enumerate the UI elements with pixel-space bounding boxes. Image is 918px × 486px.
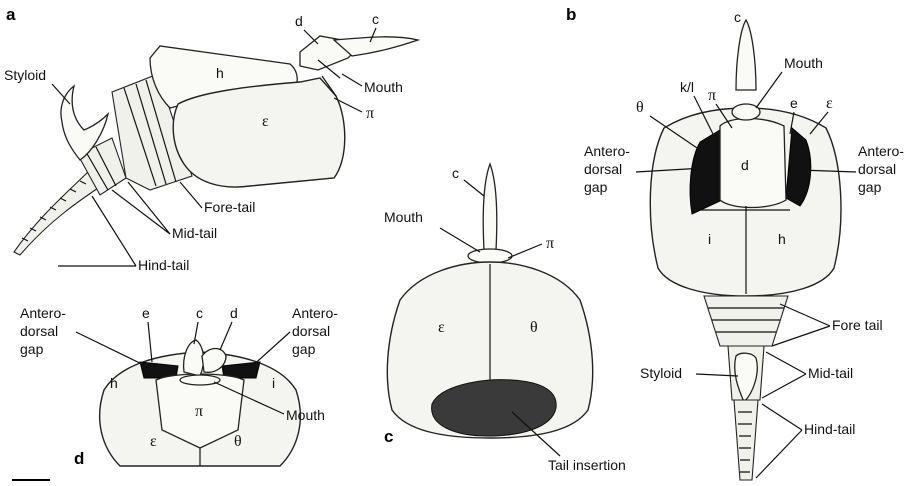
- b-label-fore-tail: Fore tail: [832, 317, 883, 333]
- b-label-theta: θ: [636, 99, 644, 116]
- b-label-styloid: Styloid: [640, 365, 682, 381]
- c-mouth-part: [468, 249, 512, 263]
- d-label-antero-left-1: Antero-: [20, 305, 66, 321]
- c-label-theta: θ: [530, 319, 538, 336]
- b-label-e: e: [790, 95, 798, 111]
- d-label-d: d: [230, 305, 238, 321]
- c-label-pi: π: [546, 235, 554, 252]
- panel-label-c: c: [384, 427, 393, 446]
- b-label-antero-left-2: dorsal: [584, 161, 622, 177]
- a-label-mid-tail: Mid-tail: [172, 225, 217, 241]
- b-label-antero-left-1: Antero-: [584, 143, 630, 159]
- d-label-antero-left-3: gap: [20, 341, 44, 357]
- a-label-d: d: [295, 13, 303, 29]
- a-label-mouth: Mouth: [364, 79, 403, 95]
- b-label-i: i: [708, 231, 711, 247]
- d-c-rostrum: [184, 340, 204, 376]
- d-label-pi: π: [195, 403, 203, 420]
- panel-label-a: a: [6, 5, 16, 24]
- b-label-kl: k/l: [680, 79, 694, 95]
- d-label-e: e: [142, 305, 150, 321]
- c-label-tail-insertion: Tail insertion: [548, 457, 626, 473]
- b-label-mouth: Mouth: [784, 55, 823, 71]
- panel-b-drawing: [650, 20, 841, 480]
- a-label-styloid: Styloid: [4, 67, 46, 83]
- c-label-mouth: Mouth: [384, 209, 423, 225]
- d-label-antero-right-3: gap: [292, 341, 316, 357]
- d-label-antero-right-1: Antero-: [292, 305, 338, 321]
- b-label-pi: π: [708, 87, 716, 104]
- b-label-mid-tail: Mid-tail: [808, 365, 853, 381]
- b-label-hind-tail: Hind-tail: [804, 421, 855, 437]
- d-label-h: h: [110, 375, 118, 391]
- a-label-fore-tail: Fore-tail: [204, 199, 255, 215]
- b-label-d: d: [741, 157, 749, 173]
- d-label-antero-right-2: dorsal: [292, 323, 330, 339]
- panel-c-drawing: [387, 164, 592, 438]
- d-label-antero-left-2: dorsal: [20, 323, 58, 339]
- a-label-epsilon: ε: [262, 113, 269, 130]
- a-label-h: h: [216, 65, 224, 81]
- b-label-antero-right-3: gap: [858, 179, 882, 195]
- d-label-i: i: [272, 375, 275, 391]
- c-label-c: c: [452, 165, 459, 181]
- b-label-antero-left-3: gap: [584, 179, 608, 195]
- b-label-antero-right-1: Antero-: [858, 143, 904, 159]
- a-label-c: c: [372, 11, 379, 27]
- b-d-plate: [720, 119, 786, 208]
- b-c-rostrum: [736, 20, 756, 90]
- b-label-h: h: [778, 231, 786, 247]
- c-c-rostrum: [483, 164, 497, 250]
- b-label-epsilon: ε: [826, 95, 833, 112]
- b-mouth-part: [732, 104, 760, 120]
- b-label-c: c: [734, 9, 741, 25]
- panel-label-d: d: [74, 449, 84, 468]
- d-label-epsilon: ε: [150, 433, 157, 450]
- d-label-c: c: [196, 305, 203, 321]
- d-mouth-part: [180, 375, 220, 385]
- c-label-epsilon: ε: [438, 319, 445, 336]
- panel-label-b: b: [566, 5, 576, 24]
- b-label-antero-right-2: dorsal: [858, 161, 896, 177]
- d-label-theta: θ: [234, 433, 242, 450]
- a-label-pi: π: [366, 105, 374, 122]
- b-fore-tail: [704, 296, 788, 346]
- d-label-mouth: Mouth: [286, 407, 325, 423]
- a-label-hind-tail: Hind-tail: [138, 257, 189, 273]
